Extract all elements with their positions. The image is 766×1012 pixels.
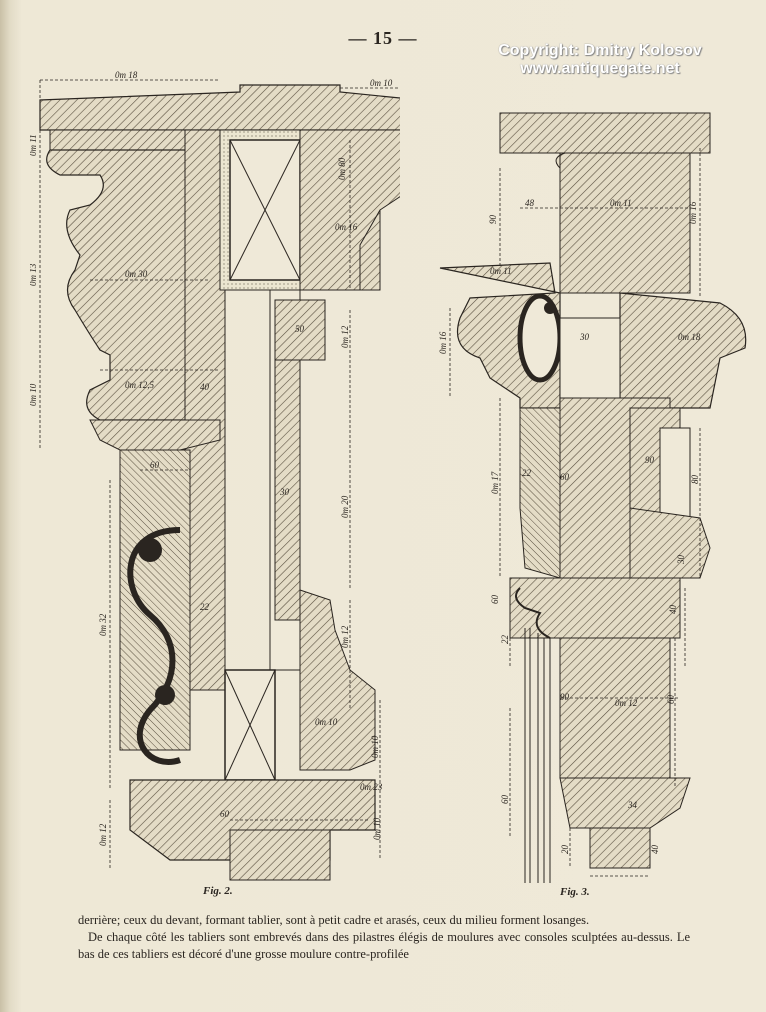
dim-label: 40 bbox=[200, 382, 210, 392]
dim-label: 0m 10 bbox=[30, 383, 38, 406]
top-block bbox=[499, 112, 711, 154]
dim-label: 0m 18 bbox=[678, 332, 701, 342]
dim-label: 60 bbox=[220, 809, 230, 819]
dim-label: 30 bbox=[579, 332, 590, 342]
dim-label: 20 bbox=[560, 845, 570, 855]
base-moulding bbox=[559, 777, 691, 829]
middle-void bbox=[559, 317, 621, 399]
dim-label: 0m 30 bbox=[125, 269, 148, 279]
figure-3-svg: 90 48 0m 11 0m 16 0m 11 0m 16 30 0m 18 0… bbox=[438, 112, 747, 883]
dim-label: 60 bbox=[500, 795, 510, 805]
dim-label: 0m 10 bbox=[370, 78, 393, 88]
dim-label: 30 bbox=[279, 487, 290, 497]
figure-2-svg: 0m 18 0m 10 0m 11 0m 80 0m 13 0m 30 0m 1… bbox=[30, 70, 400, 881]
dimension-lines bbox=[39, 79, 400, 870]
watermark-line-2: www.antiquegate.net bbox=[520, 60, 680, 77]
dim-label: 0m 11 bbox=[490, 266, 512, 276]
dim-label: 0m 17 bbox=[490, 471, 500, 494]
top-cornice bbox=[39, 84, 400, 131]
bulging-frieze bbox=[46, 149, 221, 421]
dim-label: 60 bbox=[490, 595, 500, 605]
dim-label: 30 bbox=[676, 555, 686, 566]
dim-label: 90 bbox=[645, 455, 655, 465]
console-scroll bbox=[127, 527, 181, 765]
body-text: derrière; ceux du devant, formant tablie… bbox=[78, 912, 690, 963]
dim-label: 90 bbox=[488, 215, 498, 225]
dim-label: 0m 16 bbox=[688, 201, 698, 224]
dim-label: 0m 10 bbox=[372, 817, 382, 840]
right-stile bbox=[274, 359, 301, 621]
dim-label: 0m 23 bbox=[360, 782, 383, 792]
dim-label: 0m 10 bbox=[370, 735, 380, 758]
dim-label: 80 bbox=[690, 475, 700, 485]
page-number: — 15 — bbox=[348, 28, 418, 48]
figure-2-section-drawing: 0m 18 0m 10 0m 11 0m 80 0m 13 0m 30 0m 1… bbox=[30, 70, 400, 897]
watermark-line-1: Copyright: Dmitry Kolosov bbox=[498, 42, 702, 59]
dim-label: 0m 12 bbox=[340, 625, 350, 648]
lower-body bbox=[559, 637, 671, 779]
dimension-lines bbox=[449, 148, 701, 877]
dim-label: 0m 11 bbox=[610, 198, 632, 208]
dim-label: 90 bbox=[560, 692, 570, 702]
left-stile bbox=[184, 129, 226, 691]
figure-3-section-drawing: 90 48 0m 11 0m 16 0m 11 0m 16 30 0m 18 0… bbox=[430, 108, 750, 898]
dim-label: 22 bbox=[522, 468, 532, 478]
figure-3-caption: Fig. 3. bbox=[560, 886, 590, 898]
dim-label: 34 bbox=[627, 800, 638, 810]
figure-2-dimension-labels: 0m 18 0m 10 0m 11 0m 80 0m 13 0m 30 0m 1… bbox=[30, 70, 393, 846]
dim-label: 60 bbox=[560, 472, 570, 482]
dim-label: 0m 11 bbox=[30, 134, 38, 156]
scroll-eye-top bbox=[138, 538, 162, 562]
dim-label: 0m 32 bbox=[98, 613, 108, 636]
lower-band bbox=[509, 577, 681, 639]
upper-mass bbox=[559, 152, 691, 294]
dim-label: 0m 12,5 bbox=[125, 380, 154, 390]
dim-label: 40 bbox=[650, 845, 660, 855]
dim-label: 0m 12 bbox=[340, 325, 350, 348]
left-rails bbox=[524, 628, 551, 883]
dim-label: 0m 12 bbox=[615, 698, 638, 708]
dim-label: 48 bbox=[525, 198, 535, 208]
scroll-eye bbox=[544, 302, 556, 314]
figure-3-dimension-labels: 90 48 0m 11 0m 16 0m 11 0m 16 30 0m 18 0… bbox=[438, 198, 701, 854]
dim-label: 50 bbox=[295, 324, 305, 334]
paragraph-2: De chaque côté les tabliers sont embrevé… bbox=[78, 930, 690, 961]
dim-label: 40 bbox=[668, 605, 678, 615]
dim-label: 0m 12 bbox=[98, 823, 108, 846]
dim-label: 60 bbox=[150, 460, 160, 470]
dim-label: 0m 13 bbox=[30, 263, 38, 286]
right-cornice bbox=[619, 292, 747, 409]
dim-label: 60 bbox=[666, 695, 676, 705]
scroll-eye-bottom bbox=[155, 685, 175, 705]
paragraph-1: derrière; ceux du devant, formant tablie… bbox=[78, 913, 590, 927]
dim-label: 22 bbox=[500, 635, 510, 645]
dim-label: 0m 20 bbox=[340, 495, 350, 518]
dim-label: 22 bbox=[200, 602, 210, 612]
dim-label: 0m 16 bbox=[438, 331, 448, 354]
dim-label: 0m 16 bbox=[335, 222, 358, 232]
dim-label: 0m 10 bbox=[315, 717, 338, 727]
copyright-watermark: Copyright: Dmitry Kolosov www.antiquegat… bbox=[470, 42, 730, 78]
dim-label: 0m 80 bbox=[337, 157, 347, 180]
dim-label: 0m 18 bbox=[115, 70, 138, 80]
figure-2-caption: Fig. 2. bbox=[203, 885, 233, 897]
